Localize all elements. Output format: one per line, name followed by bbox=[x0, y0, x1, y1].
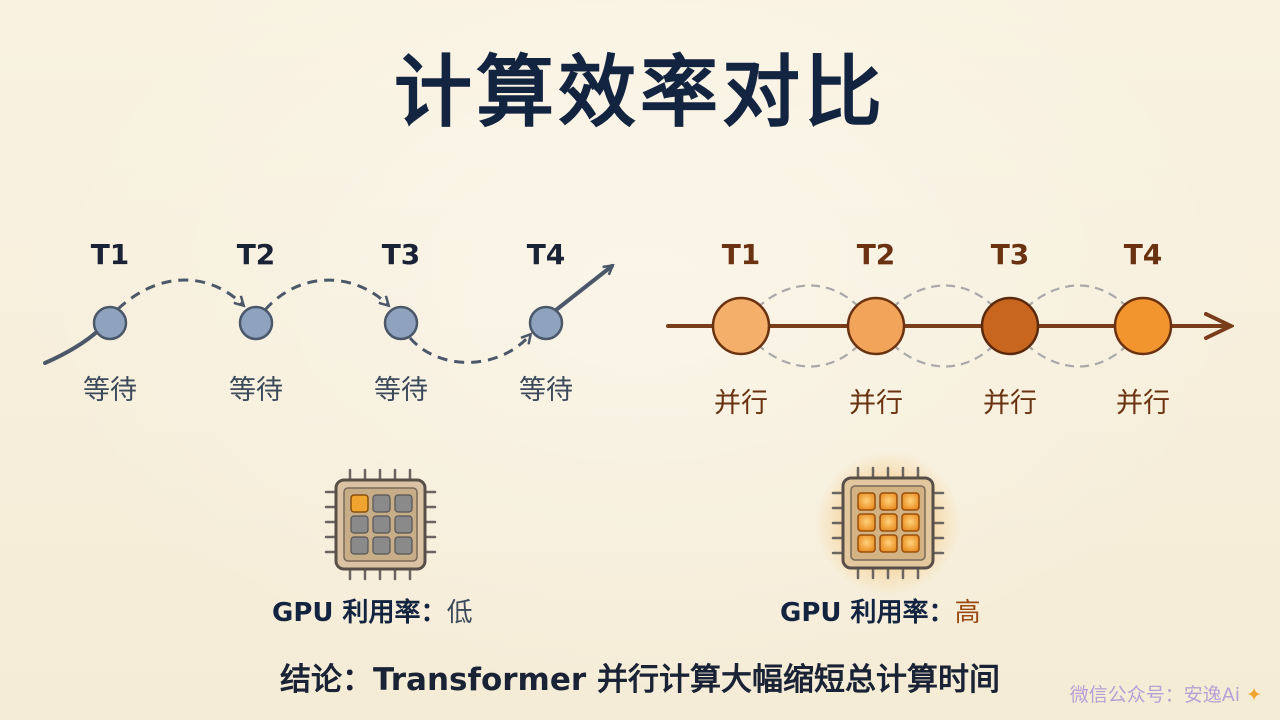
sequential-dashed-arc-1 bbox=[116, 278, 243, 311]
parallel-flow bbox=[666, 284, 1230, 368]
parallel-step-label-t3: T3 bbox=[990, 238, 1030, 271]
gpu-utilization-high-value: 高 bbox=[954, 598, 981, 628]
parallel-node-t4 bbox=[1113, 296, 1173, 356]
gpu-caption-label: GPU 利用率： bbox=[780, 598, 955, 628]
gpu-utilization-low-caption: GPU 利用率：低 bbox=[272, 592, 473, 629]
parallel-step-label-t1: T1 bbox=[721, 238, 761, 271]
gpu-chip-low-icon bbox=[324, 468, 437, 581]
sequential-step-label-t4: T4 bbox=[526, 238, 566, 271]
watermark-text: 微信公众号：安逸Ai bbox=[1069, 684, 1241, 706]
sequential-status-t1: 等待 bbox=[83, 375, 137, 406]
watermark: 微信公众号：安逸Ai ✦ bbox=[1070, 680, 1262, 707]
parallel-step-label-t2: T2 bbox=[856, 238, 896, 271]
sequential-flow bbox=[43, 266, 612, 365]
parallel-dashed-arc-bottom-2 bbox=[891, 343, 996, 368]
gpu-chip-high-icon bbox=[816, 451, 960, 595]
sequential-node-t1 bbox=[92, 305, 128, 341]
parallel-dashed-arc-top-3 bbox=[1025, 284, 1129, 309]
gpu-caption-label: GPU 利用率： bbox=[272, 598, 447, 628]
sequential-dashed-arc-3 bbox=[408, 335, 530, 364]
sequential-status-t4: 等待 bbox=[519, 375, 573, 406]
page-title: 计算效率对比 bbox=[393, 48, 886, 138]
gpu-utilization-low-value: 低 bbox=[446, 598, 473, 628]
parallel-dashed-arc-bottom-1 bbox=[756, 343, 861, 368]
parallel-node-t3 bbox=[980, 296, 1040, 356]
sequential-node-t2 bbox=[238, 305, 274, 341]
gpu-utilization-high-caption: GPU 利用率：高 bbox=[780, 592, 981, 629]
parallel-status-t4: 并行 bbox=[1116, 388, 1170, 419]
parallel-status-t1: 并行 bbox=[714, 388, 768, 419]
sequential-step-label-t2: T2 bbox=[236, 238, 276, 271]
parallel-node-t1 bbox=[711, 296, 771, 356]
sequential-lead-in-line bbox=[43, 328, 101, 365]
sequential-node-t4 bbox=[528, 305, 564, 341]
parallel-dashed-arc-top-2 bbox=[891, 284, 996, 309]
sparkle-icon: ✦ bbox=[1240, 684, 1262, 706]
sequential-step-label-t1: T1 bbox=[90, 238, 130, 271]
conclusion-text: 结论：Transformer 并行计算大幅缩短总计算时间 bbox=[280, 662, 1000, 698]
sequential-step-label-t3: T3 bbox=[381, 238, 421, 271]
sequential-node-t3 bbox=[383, 305, 419, 341]
parallel-step-label-t4: T4 bbox=[1123, 238, 1163, 271]
sequential-exit-arrow bbox=[554, 266, 612, 312]
parallel-status-t2: 并行 bbox=[849, 388, 903, 419]
parallel-dashed-arc-bottom-3 bbox=[1025, 343, 1129, 368]
sequential-status-t2: 等待 bbox=[229, 375, 283, 406]
parallel-node-t2 bbox=[846, 296, 906, 356]
parallel-status-t3: 并行 bbox=[983, 388, 1037, 419]
sequential-dashed-arc-2 bbox=[263, 278, 388, 311]
parallel-dashed-arc-top-1 bbox=[756, 284, 861, 309]
sequential-status-t3: 等待 bbox=[374, 375, 428, 406]
